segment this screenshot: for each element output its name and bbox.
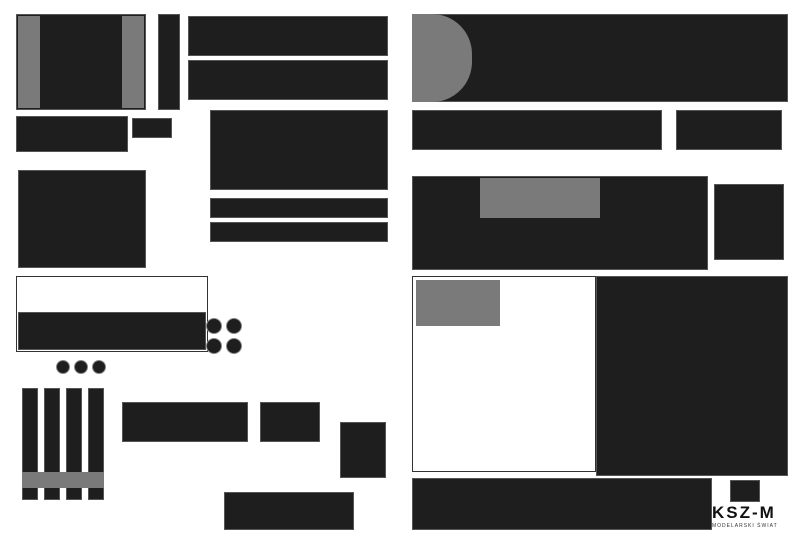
frame-fill bbox=[18, 312, 206, 350]
small-part bbox=[132, 118, 172, 138]
hull-part bbox=[210, 110, 388, 190]
bottom-plate-part bbox=[412, 478, 712, 530]
logo-subtitle: MODELARSKI ŚWIAT bbox=[712, 523, 778, 529]
logo-brand: KSZ-M bbox=[712, 503, 776, 522]
wheel-part bbox=[226, 338, 242, 354]
strip-part bbox=[210, 222, 388, 242]
side-wall-part bbox=[188, 16, 388, 56]
wheel-part bbox=[56, 360, 70, 374]
stripe-part bbox=[730, 480, 760, 502]
strip-part bbox=[158, 14, 180, 110]
side-part bbox=[412, 110, 662, 150]
plate-part bbox=[224, 492, 354, 530]
box-part bbox=[260, 402, 320, 442]
wheel-part bbox=[226, 318, 242, 334]
box-part bbox=[340, 422, 386, 478]
roof-panel bbox=[18, 16, 40, 108]
strip-part bbox=[210, 198, 388, 218]
hull-panel bbox=[480, 178, 600, 218]
wheel-part bbox=[206, 338, 222, 354]
roof-panel bbox=[122, 16, 144, 108]
wheel-part bbox=[74, 360, 88, 374]
publisher-logo: KSZ-M MODELARSKI ŚWIAT bbox=[712, 503, 778, 529]
left-sheet bbox=[14, 12, 398, 532]
wheel-part bbox=[92, 360, 106, 374]
side-wall-part bbox=[188, 60, 388, 100]
wheel-part bbox=[206, 318, 222, 334]
column-panel bbox=[22, 472, 104, 488]
panel-part bbox=[416, 280, 500, 326]
right-sheet bbox=[410, 12, 794, 532]
base-part bbox=[122, 402, 248, 442]
hull-top-part bbox=[412, 14, 788, 102]
tile-grid-part bbox=[714, 184, 784, 260]
hull-panel bbox=[412, 14, 472, 102]
floor-part bbox=[16, 116, 128, 152]
chassis-part bbox=[18, 170, 146, 268]
side-part bbox=[676, 110, 782, 150]
large-plate-part bbox=[596, 276, 788, 476]
